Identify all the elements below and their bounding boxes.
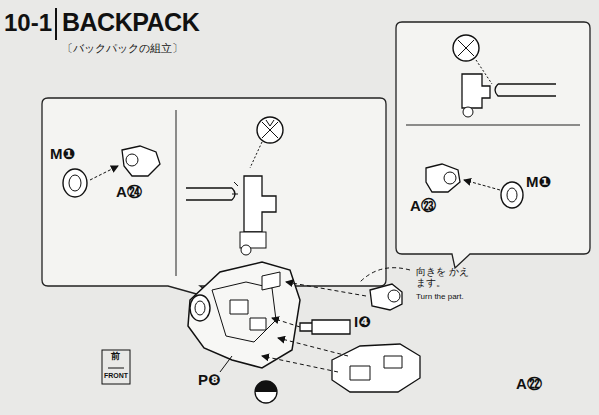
step-title: BACKPACK	[62, 9, 199, 37]
instruction-note-en: Turn the part.	[416, 293, 464, 302]
instruction-note: 向きを かえます。	[416, 266, 476, 288]
part-callout: I❹	[354, 314, 371, 331]
step-number: 10-1	[4, 10, 52, 36]
part-callout: A㉓	[410, 198, 436, 215]
front-icon-kanji: 前	[111, 352, 120, 362]
front-icon-label: FRONT	[104, 372, 128, 380]
part-callout: A㉒	[516, 376, 542, 393]
part-callout: A㉔	[116, 184, 142, 201]
part-callout: P❽	[198, 372, 221, 389]
part-callout: M❶	[50, 146, 75, 163]
japanese-subtitle: 〔バックパックの組立〕	[62, 42, 183, 54]
part-callout: M❶	[526, 174, 551, 191]
